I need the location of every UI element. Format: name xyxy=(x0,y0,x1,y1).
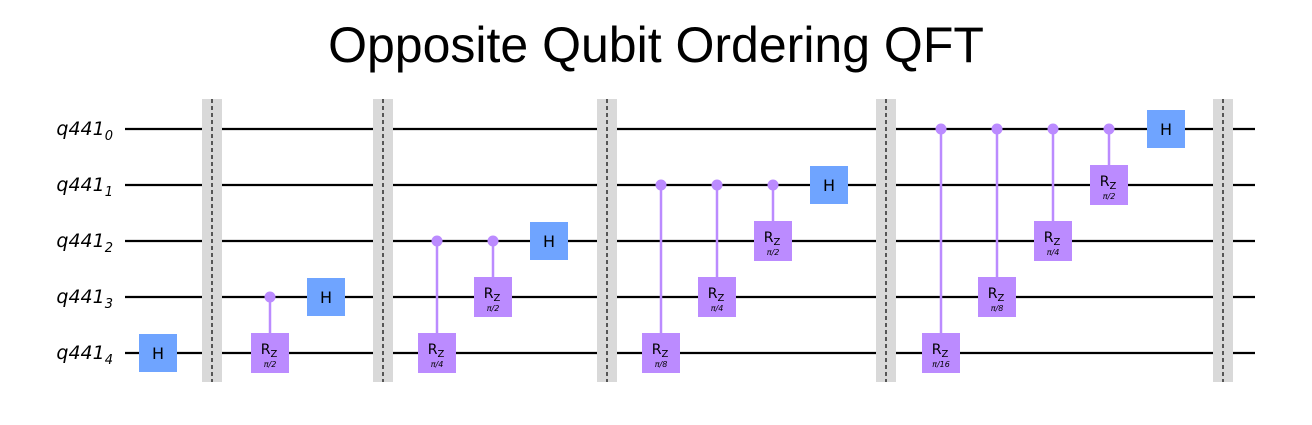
gate-param: π/2 xyxy=(767,248,780,257)
rz-box xyxy=(922,333,960,373)
controlled-rz-gate: RZπ/4 xyxy=(698,179,736,317)
gate-param: π/4 xyxy=(711,304,724,313)
hadamard-gate: H xyxy=(139,334,177,372)
qubit-label-2: q4412 xyxy=(56,230,113,256)
qubit-wires xyxy=(125,127,1255,355)
hadamard-gate: H xyxy=(307,278,345,316)
rz-box xyxy=(474,277,512,317)
barrier xyxy=(876,99,896,382)
control-dot xyxy=(487,235,499,247)
rz-box xyxy=(418,333,456,373)
gate-label: RZ xyxy=(708,286,725,304)
gate-param: π/16 xyxy=(932,360,950,369)
rz-box xyxy=(1090,165,1128,205)
qubit-label-1: q4411 xyxy=(56,174,113,200)
gate-label: H xyxy=(320,288,332,307)
controlled-rz-gate: RZπ/4 xyxy=(1034,123,1072,261)
controlled-rz-gate: RZπ/8 xyxy=(978,123,1016,317)
gate-label: H xyxy=(152,344,164,363)
rz-box xyxy=(698,277,736,317)
controlled-rz-gate: RZπ/8 xyxy=(642,179,680,373)
control-dot xyxy=(264,291,276,303)
hadamard-gate: H xyxy=(1147,110,1185,148)
qubit-label-3: q4413 xyxy=(56,286,113,312)
barrier xyxy=(202,99,222,382)
gate-label: RZ xyxy=(1100,174,1117,192)
control-dot xyxy=(711,179,723,191)
gate-label: RZ xyxy=(261,342,278,360)
qubit-label-0: q4410 xyxy=(56,118,113,144)
control-dot xyxy=(935,123,947,135)
hadamard-gate: H xyxy=(810,166,848,204)
control-dot xyxy=(1103,123,1115,135)
gate-param: π/8 xyxy=(991,304,1004,313)
gate-param: π/2 xyxy=(487,304,500,313)
gate-param: π/8 xyxy=(655,360,668,369)
controlled-rz-gate: RZπ/2 xyxy=(474,235,512,317)
control-dot xyxy=(1047,123,1059,135)
gate-label: RZ xyxy=(988,286,1005,304)
gate-label: RZ xyxy=(652,342,669,360)
rz-box xyxy=(251,333,289,373)
rz-box xyxy=(978,277,1016,317)
gate-label: RZ xyxy=(932,342,949,360)
control-dot xyxy=(991,123,1003,135)
gate-label: RZ xyxy=(1044,230,1061,248)
gate-label: H xyxy=(543,232,555,251)
gate-label: RZ xyxy=(484,286,501,304)
gate-label: H xyxy=(1160,120,1172,139)
gate-label: RZ xyxy=(764,230,781,248)
barrier xyxy=(597,99,617,382)
controlled-rz-gate: RZπ/2 xyxy=(1090,123,1128,205)
rz-box xyxy=(754,221,792,261)
control-dot xyxy=(431,235,443,247)
hadamard-gate: H xyxy=(530,222,568,260)
qubit-labels: q4410 q4411 q4412 q4413 q4414 xyxy=(56,118,113,368)
control-dot xyxy=(767,179,779,191)
controlled-rz-gate: RZπ/2 xyxy=(754,179,792,261)
barrier xyxy=(1213,99,1233,382)
gate-label: H xyxy=(823,176,835,195)
gate-param: π/4 xyxy=(1047,248,1060,257)
qubit-label-4: q4414 xyxy=(56,342,113,368)
barrier xyxy=(373,99,393,382)
controlled-rz-gate: RZπ/16 xyxy=(922,123,960,373)
gate-param: π/2 xyxy=(264,360,277,369)
gate-param: π/4 xyxy=(431,360,444,369)
diagram-title: Opposite Qubit Ordering QFT xyxy=(328,17,984,73)
controlled-rz-gate: RZπ/2 xyxy=(251,291,289,373)
control-dot xyxy=(655,179,667,191)
gate-label: RZ xyxy=(428,342,445,360)
gate-param: π/2 xyxy=(1103,192,1116,201)
controlled-rz-gate: RZπ/4 xyxy=(418,235,456,373)
rz-box xyxy=(642,333,680,373)
rz-box xyxy=(1034,221,1072,261)
